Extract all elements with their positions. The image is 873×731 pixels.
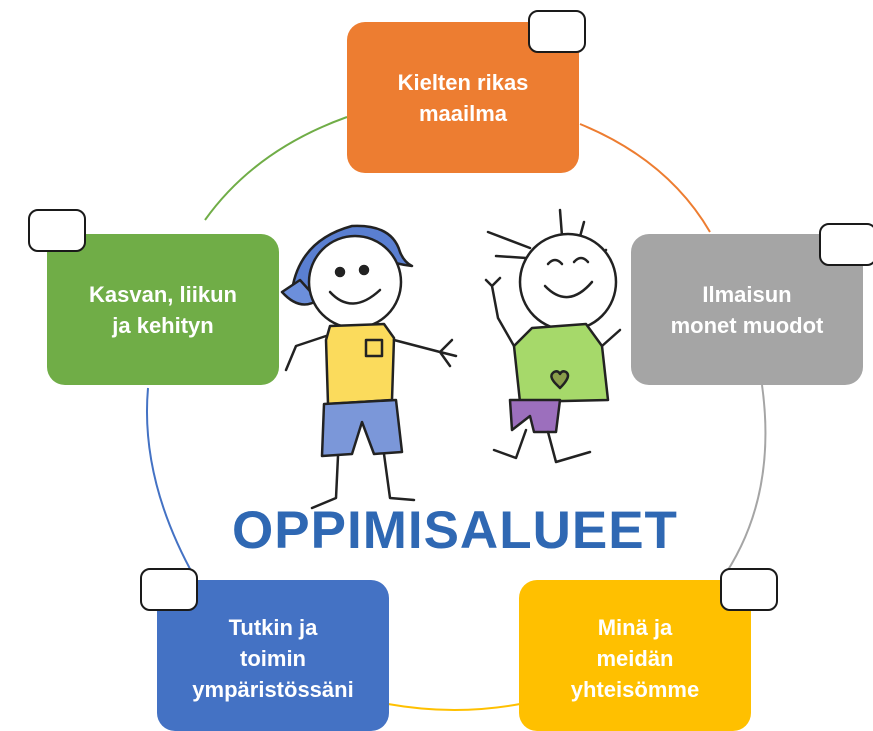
label-tag-language[interactable] xyxy=(528,10,586,53)
area-label-expression: Ilmaisun monet muodot xyxy=(670,281,824,338)
label-tag-expression[interactable] xyxy=(819,223,873,266)
girl-eye-left xyxy=(546,258,564,266)
area-label-growth: Kasvan, liikun ja kehityn xyxy=(89,281,237,338)
diagram-title: OPPIMISALUEET xyxy=(232,501,678,560)
arc-yellow xyxy=(387,703,521,711)
girl-hair xyxy=(486,208,608,264)
label-tag-community[interactable] xyxy=(720,568,778,611)
label-tag-environment[interactable] xyxy=(140,568,198,611)
girl-legs xyxy=(492,428,592,464)
area-label-community: Minä ja meidän yhteisömme xyxy=(570,615,700,702)
boy-head xyxy=(307,234,403,330)
boy-pocket xyxy=(364,338,384,358)
area-label-language: Kielten rikas maailma xyxy=(397,69,529,126)
area-box-growth[interactable]: Kasvan, liikun ja kehityn xyxy=(47,234,279,385)
girl-illustration xyxy=(484,208,622,464)
boy-illustration xyxy=(280,224,458,510)
girl-heart xyxy=(550,370,570,390)
girl-smile xyxy=(543,280,594,299)
boy-shorts xyxy=(320,398,404,458)
boy-eye-left xyxy=(334,266,346,278)
girl-eye-right xyxy=(572,256,590,264)
arc-green xyxy=(204,116,348,221)
arc-blue xyxy=(145,387,196,579)
girl-arm-right xyxy=(600,328,622,348)
label-tag-growth[interactable] xyxy=(28,209,86,252)
girl-dress xyxy=(512,322,610,404)
boy-eye-right xyxy=(358,264,370,276)
girl-shorts xyxy=(508,398,562,434)
boy-legs xyxy=(310,452,416,510)
area-box-community[interactable]: Minä ja meidän yhteisömme xyxy=(519,580,751,731)
arc-orange xyxy=(579,123,711,233)
girl-arm-left xyxy=(484,276,516,348)
area-label-environment: Tutkin ja toimin ympäristössäni xyxy=(192,615,354,702)
arc-gray xyxy=(719,384,767,583)
boy-arm-left xyxy=(284,334,328,372)
boy-shirt xyxy=(324,322,396,406)
boy-smile xyxy=(328,288,382,305)
girl-head xyxy=(518,232,618,332)
boy-arm-right xyxy=(392,338,458,368)
